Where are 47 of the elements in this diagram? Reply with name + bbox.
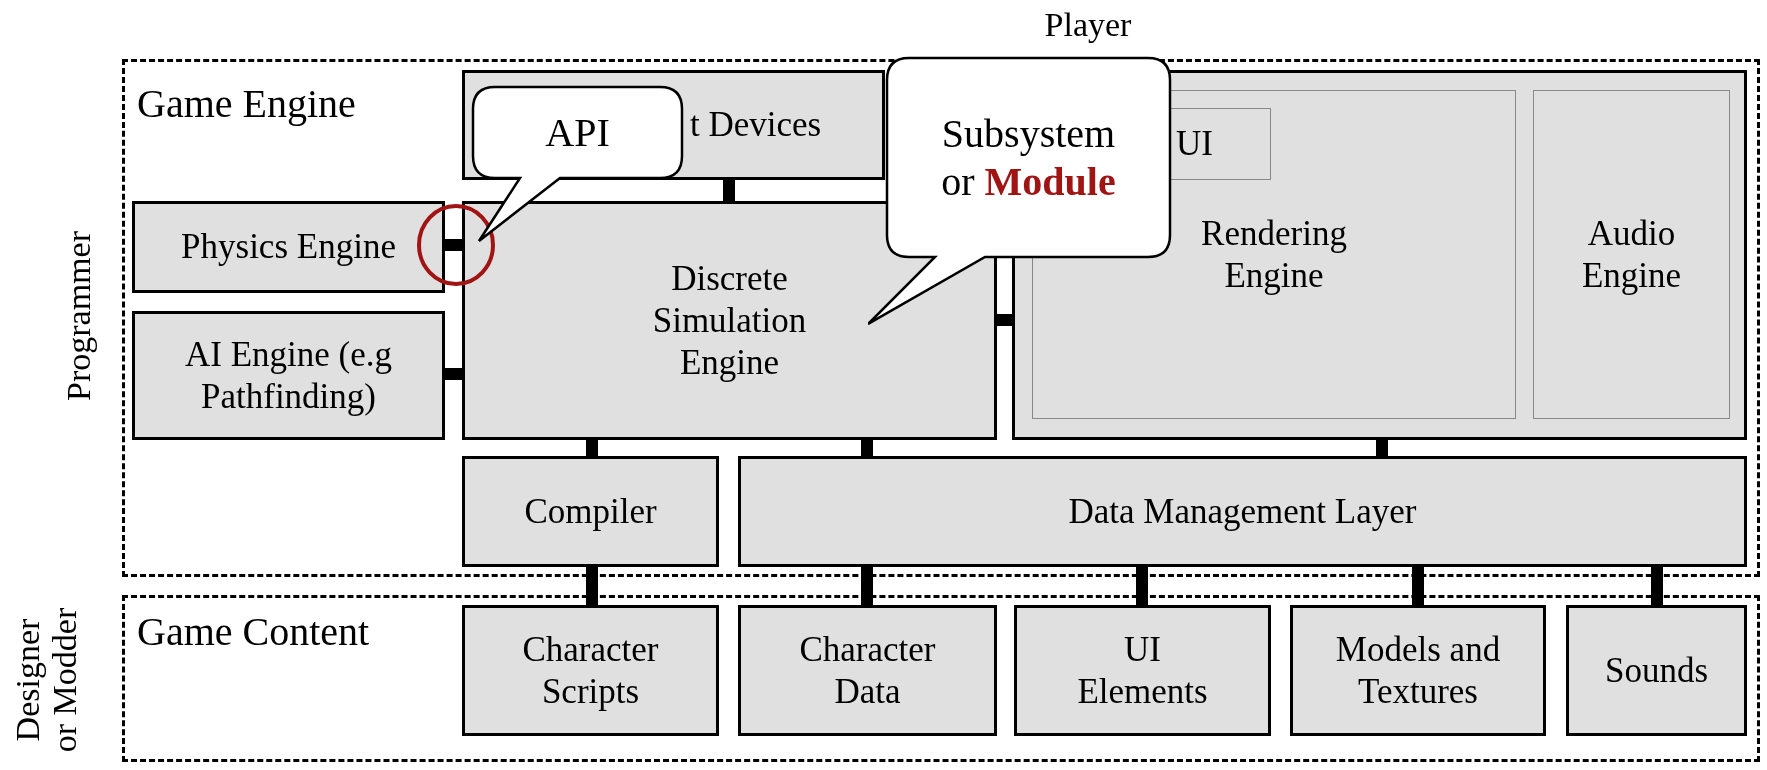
connector: [586, 440, 598, 456]
connector: [723, 180, 735, 201]
component-box: [462, 456, 719, 567]
callout-text: API: [545, 108, 610, 157]
component-box: [1014, 605, 1271, 736]
region-title: Game Engine: [137, 80, 356, 128]
component-box: [462, 605, 719, 736]
box-label: Audio Engine: [1580, 212, 1683, 297]
callout-text: Subsystem or Module: [940, 109, 1117, 206]
connector: [586, 567, 598, 605]
connector: [1136, 567, 1148, 605]
component-box: [738, 605, 997, 736]
box-label: Models and Textures: [1334, 628, 1502, 713]
box-label: Data Management Layer: [1068, 490, 1417, 533]
box-label: Compiler: [524, 490, 657, 533]
connector: [861, 440, 873, 456]
connector: [445, 368, 462, 380]
box-label: Sounds: [1604, 649, 1709, 692]
box-label: AI Engine (e.g Pathfinding): [184, 333, 393, 418]
dashed-region: [122, 595, 1760, 762]
box-label: UI Elements: [1076, 628, 1209, 713]
component-box: [1290, 605, 1546, 736]
speech-bubble-tooltip: [868, 56, 1172, 325]
box-label: Character Scripts: [521, 628, 660, 713]
actor-label: Player: [1044, 6, 1132, 44]
connector: [1376, 440, 1388, 456]
role-label: Designer or Modder: [8, 606, 84, 755]
dashed-region: [122, 59, 1760, 577]
connector: [1651, 567, 1663, 605]
component-box: [132, 311, 445, 440]
box-label: t Devices: [690, 104, 822, 146]
role-label: Programmer: [60, 231, 98, 401]
speech-bubble-tooltip: [471, 85, 684, 242]
connector: [861, 567, 873, 605]
box-label: Discrete Simulation Engine: [651, 257, 808, 384]
connector: [445, 239, 462, 251]
connector: [1412, 567, 1424, 605]
box-label: Rendering Engine: [1200, 212, 1348, 297]
box-label: UI: [1176, 123, 1213, 165]
component-box: [738, 456, 1747, 567]
region-title: Game Content: [137, 608, 370, 656]
component-box: [1566, 605, 1747, 736]
box-label: Character Data: [798, 628, 937, 713]
box-label: Physics Engine: [181, 226, 396, 268]
component-box: [132, 201, 445, 293]
connector: [997, 314, 1012, 326]
subcomponent-box: [1533, 90, 1730, 419]
